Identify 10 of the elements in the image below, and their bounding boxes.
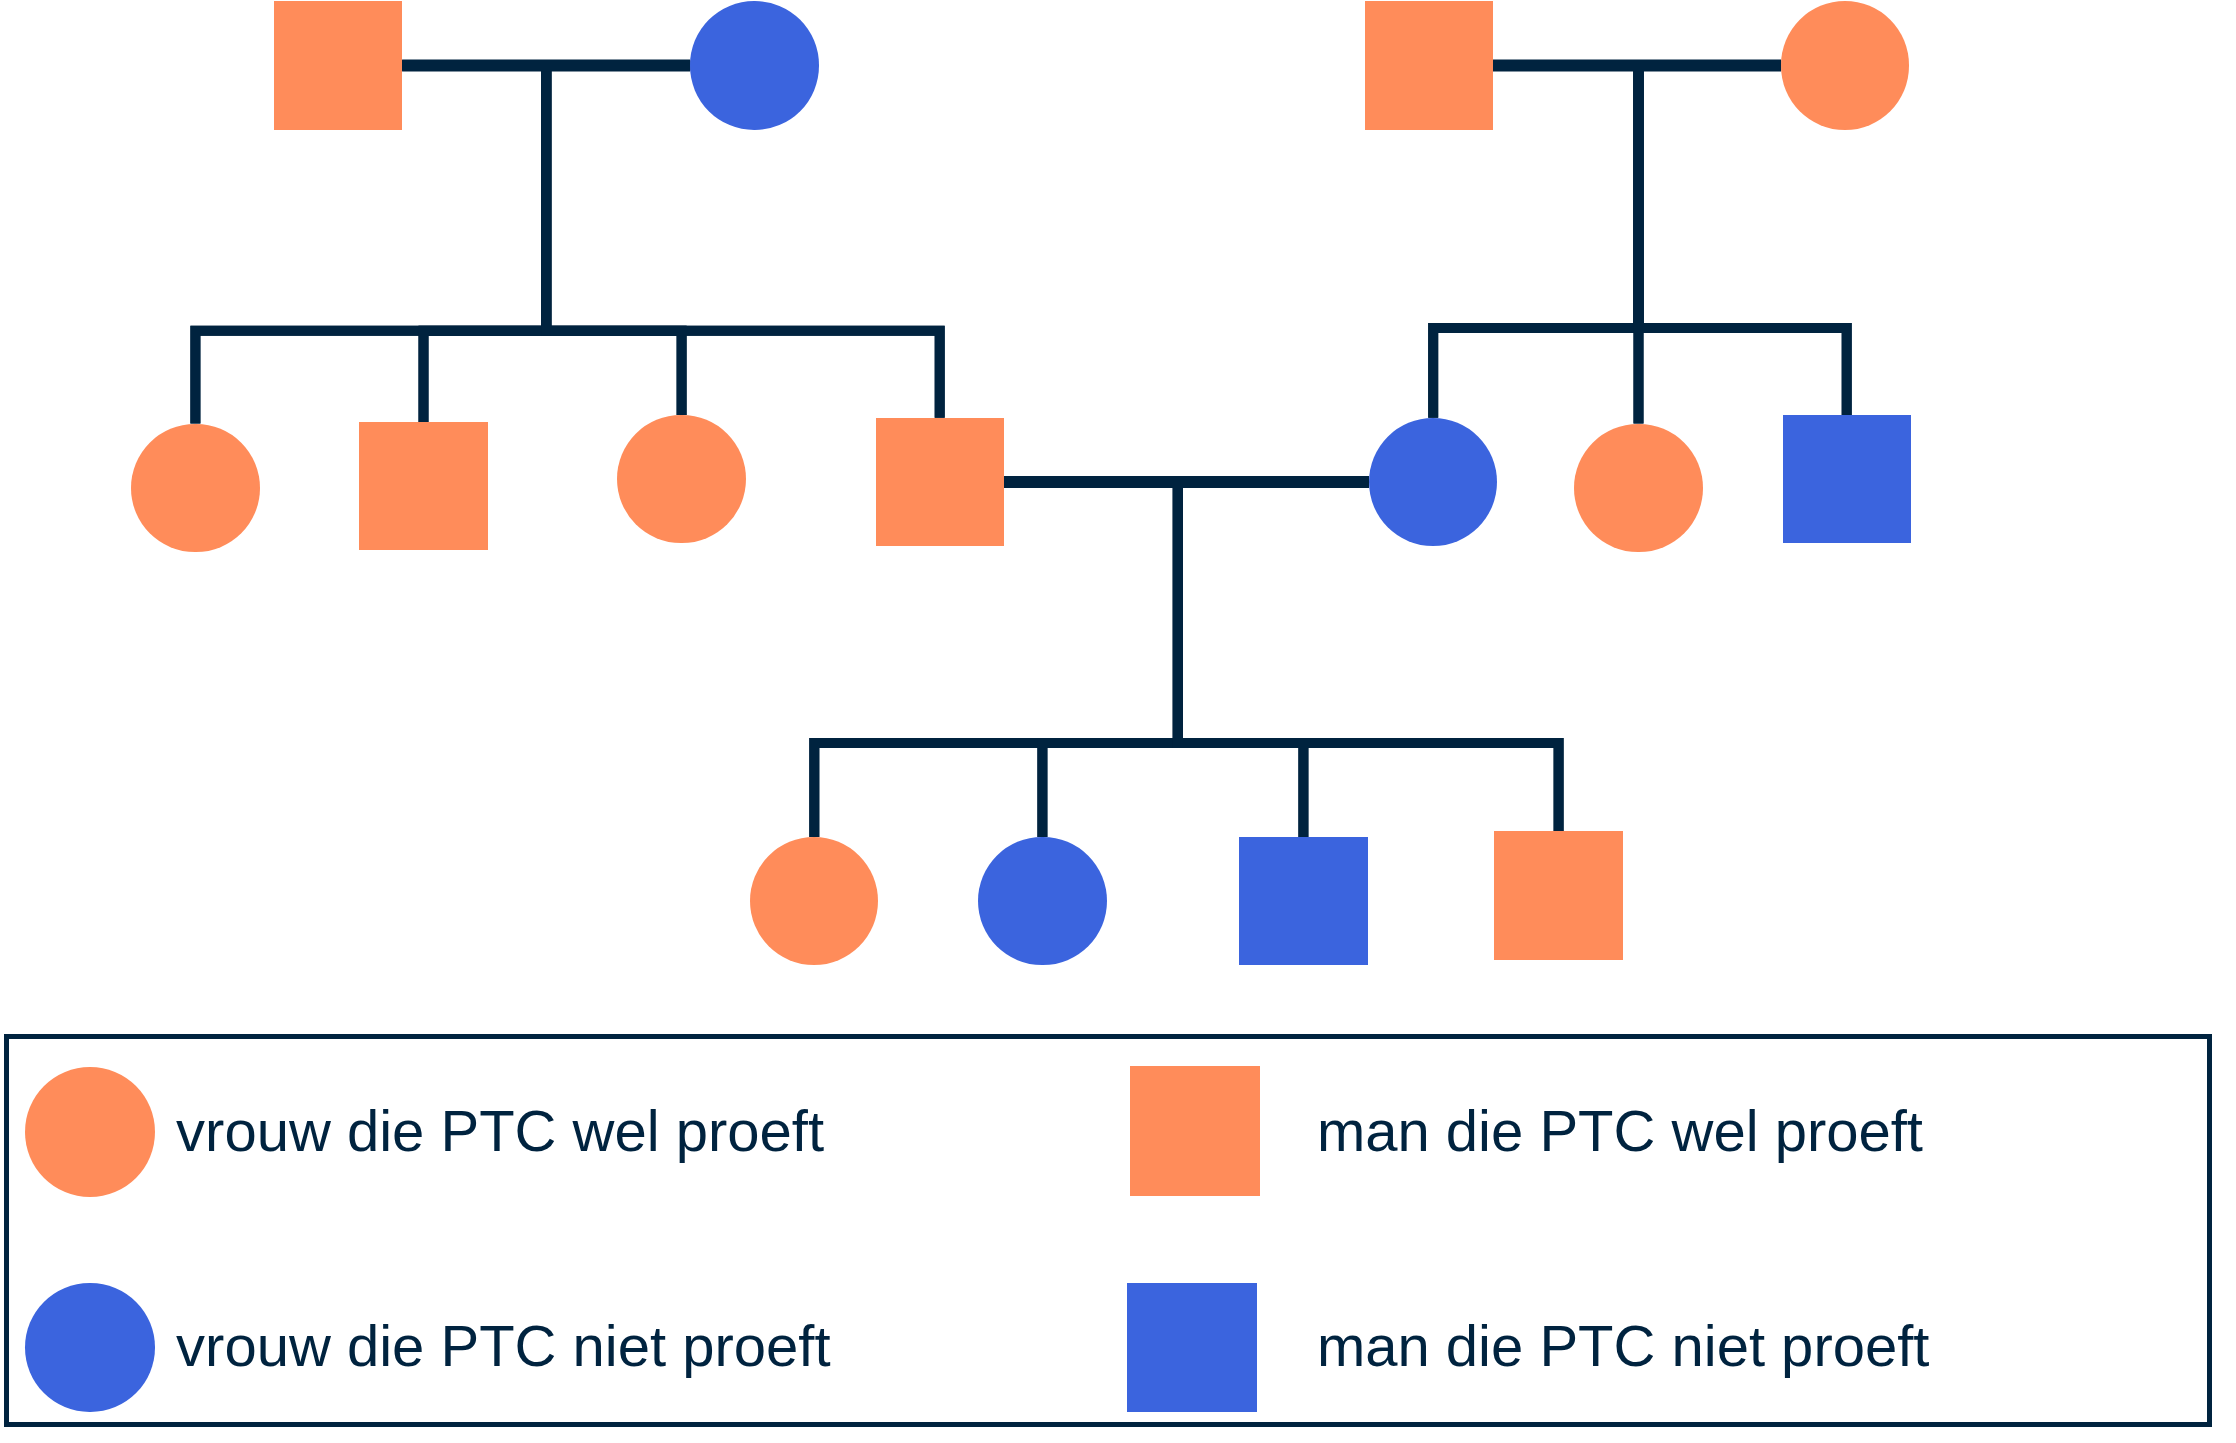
pedigree-line — [1493, 59, 1782, 72]
male-square — [1239, 837, 1368, 966]
male-square — [273, 1, 403, 130]
male-square — [1364, 1, 1493, 130]
male-square — [359, 422, 488, 551]
pedigree-line — [1003, 476, 1369, 488]
male-square — [1494, 831, 1623, 960]
male-square — [1782, 414, 1911, 544]
pedigree-line — [402, 59, 691, 72]
male-square — [875, 417, 1004, 547]
